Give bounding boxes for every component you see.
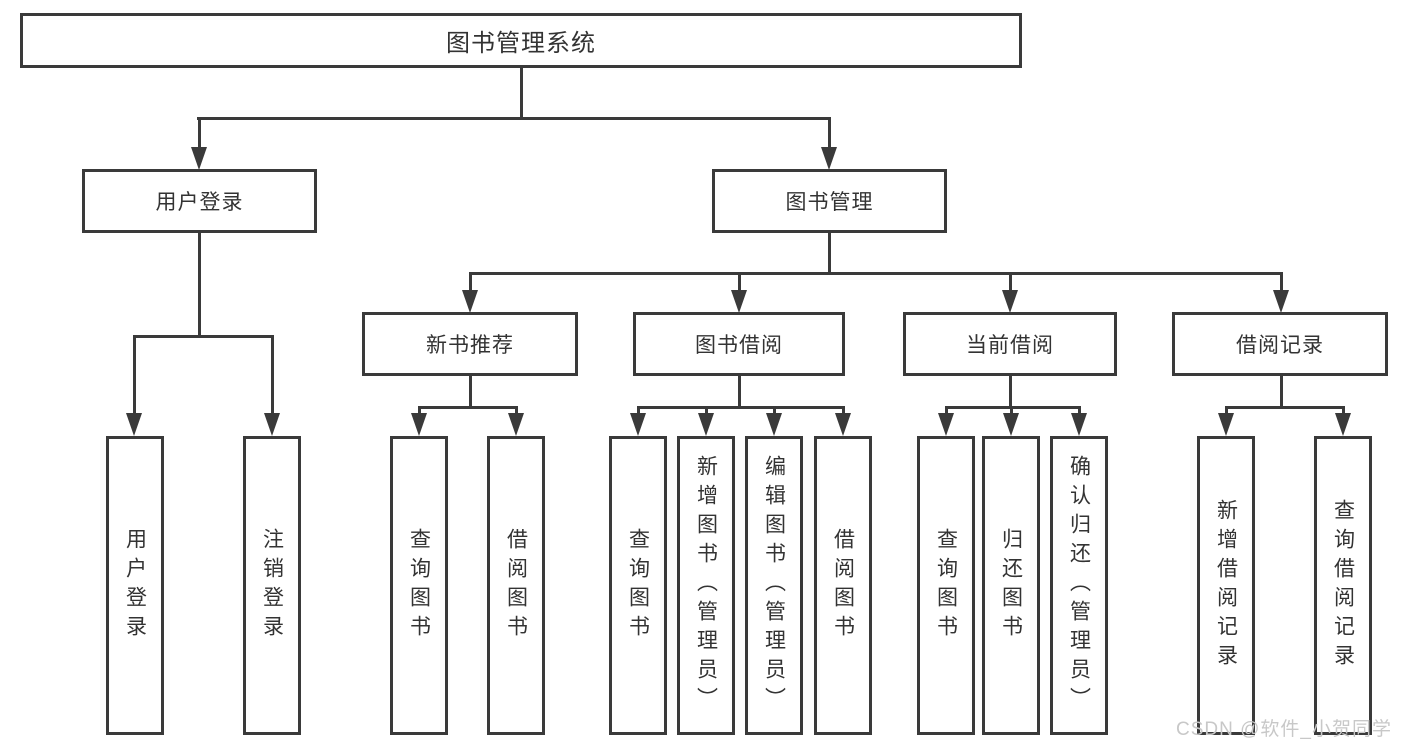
csdn-watermark: CSDN @软件_小贺同学 [1176,719,1392,740]
leaf-query-books: 查询图书 [917,436,975,735]
arrow-down-icon [462,290,478,313]
connector-drop-leaf [1010,406,1013,415]
connector-drop-book-mgmt [828,117,831,150]
arrow-down-icon [264,413,280,436]
leaf-label: 查询图书 [407,527,431,644]
leaf-edit-books-admin: 编辑图书（管理员） [745,436,803,735]
connector-drop-borrow [738,272,741,294]
leaf-confirm-return-admin: 确认归还（管理员） [1050,436,1108,735]
connector-drop-leaf [1342,406,1345,415]
leaf-label: 归还图书 [999,527,1023,644]
connector-stem [469,376,472,409]
arrow-down-icon [1071,413,1087,436]
connector-drop-leaf [515,406,518,415]
connector-drop-current [1009,272,1012,294]
connector-drop-leaf [418,406,421,415]
node-book-borrowing: 图书借阅 [633,312,845,376]
leaf-add-borrow-record: 新增借阅记录 [1197,436,1255,735]
connector-drop-records [1280,272,1283,294]
connector-rail-group3 [637,406,845,409]
leaf-add-books-admin: 新增图书（管理员） [677,436,735,735]
connector-drop-user-login [198,117,201,150]
connector-level2-rail [197,117,831,120]
connector-drop-leaf [705,406,708,415]
arrow-down-icon [731,290,747,313]
leaf-query-books: 查询图书 [390,436,448,735]
connector-stem [738,376,741,409]
arrow-down-icon [766,413,782,436]
arrow-down-icon [835,413,851,436]
leaf-query-books: 查询图书 [609,436,667,735]
leaf-label: 用户登录 [123,527,147,644]
leaf-label: 查询图书 [934,527,958,644]
connector-drop-leaf [842,406,845,415]
leaf-query-borrow-record: 查询借阅记录 [1314,436,1372,735]
arrow-down-icon [698,413,714,436]
node-root: 图书管理系统 [20,13,1022,68]
leaf-borrow-books: 借阅图书 [487,436,545,735]
leaf-logout: 注销登录 [243,436,301,735]
leaf-borrow-books: 借阅图书 [814,436,872,735]
node-current-borrowing: 当前借阅 [903,312,1117,376]
leaf-user-login: 用户登录 [106,436,164,735]
connector-drop-leaf [1078,406,1081,415]
node-root-label: 图书管理系统 [446,30,596,57]
arrow-down-icon [1335,413,1351,436]
node-book-management-label: 图书管理 [785,191,874,214]
arrow-down-icon [126,413,142,436]
leaf-label: 编辑图书（管理员） [762,455,786,716]
arrow-down-icon [938,413,954,436]
arrow-down-icon [191,147,207,170]
connector-drop-leaf [945,406,948,415]
connector-root-stem [520,65,523,120]
node-borrowing-records: 借阅记录 [1172,312,1388,376]
leaf-label: 借阅图书 [831,527,855,644]
arrow-down-icon [1273,290,1289,313]
connector-level3-rail [469,272,1283,275]
connector-user-login-stem [198,233,201,338]
leaf-label: 查询图书 [626,527,650,644]
leaf-label: 借阅图书 [504,527,528,644]
arrow-down-icon [630,413,646,436]
leaf-label: 确认归还（管理员） [1067,455,1091,716]
connector-drop-new-book [469,272,472,294]
connector-rail-group2 [418,406,518,409]
leaf-label: 注销登录 [260,527,284,644]
node-book-borrowing-label: 图书借阅 [695,334,783,357]
connector-user-login-rail [133,335,274,338]
arrow-down-icon [1003,413,1019,436]
node-borrowing-records-label: 借阅记录 [1236,334,1324,357]
leaf-label: 新增图书（管理员） [694,455,718,716]
connector-drop-leaf [1225,406,1228,415]
connector-drop-leaf [133,335,136,415]
connector-book-mgmt-stem [828,233,831,275]
leaf-label: 新增借阅记录 [1214,498,1238,673]
connector-stem [1280,376,1283,409]
connector-rail-group4 [945,406,1081,409]
connector-drop-leaf [773,406,776,415]
connector-drop-leaf [271,335,274,415]
leaf-label: 查询借阅记录 [1331,498,1355,673]
node-user-login: 用户登录 [82,169,317,233]
arrow-down-icon [1218,413,1234,436]
node-book-management: 图书管理 [712,169,947,233]
node-user-login-label: 用户登录 [155,191,244,214]
connector-drop-leaf [637,406,640,415]
connector-stem [1009,376,1012,409]
arrow-down-icon [411,413,427,436]
node-current-borrowing-label: 当前借阅 [966,334,1054,357]
arrow-down-icon [1002,290,1018,313]
node-new-book-recommend-label: 新书推荐 [426,334,514,357]
leaf-return-books: 归还图书 [982,436,1040,735]
arrow-down-icon [508,413,524,436]
connector-rail-group5 [1225,406,1345,409]
node-new-book-recommend: 新书推荐 [362,312,578,376]
arrow-down-icon [821,147,837,170]
